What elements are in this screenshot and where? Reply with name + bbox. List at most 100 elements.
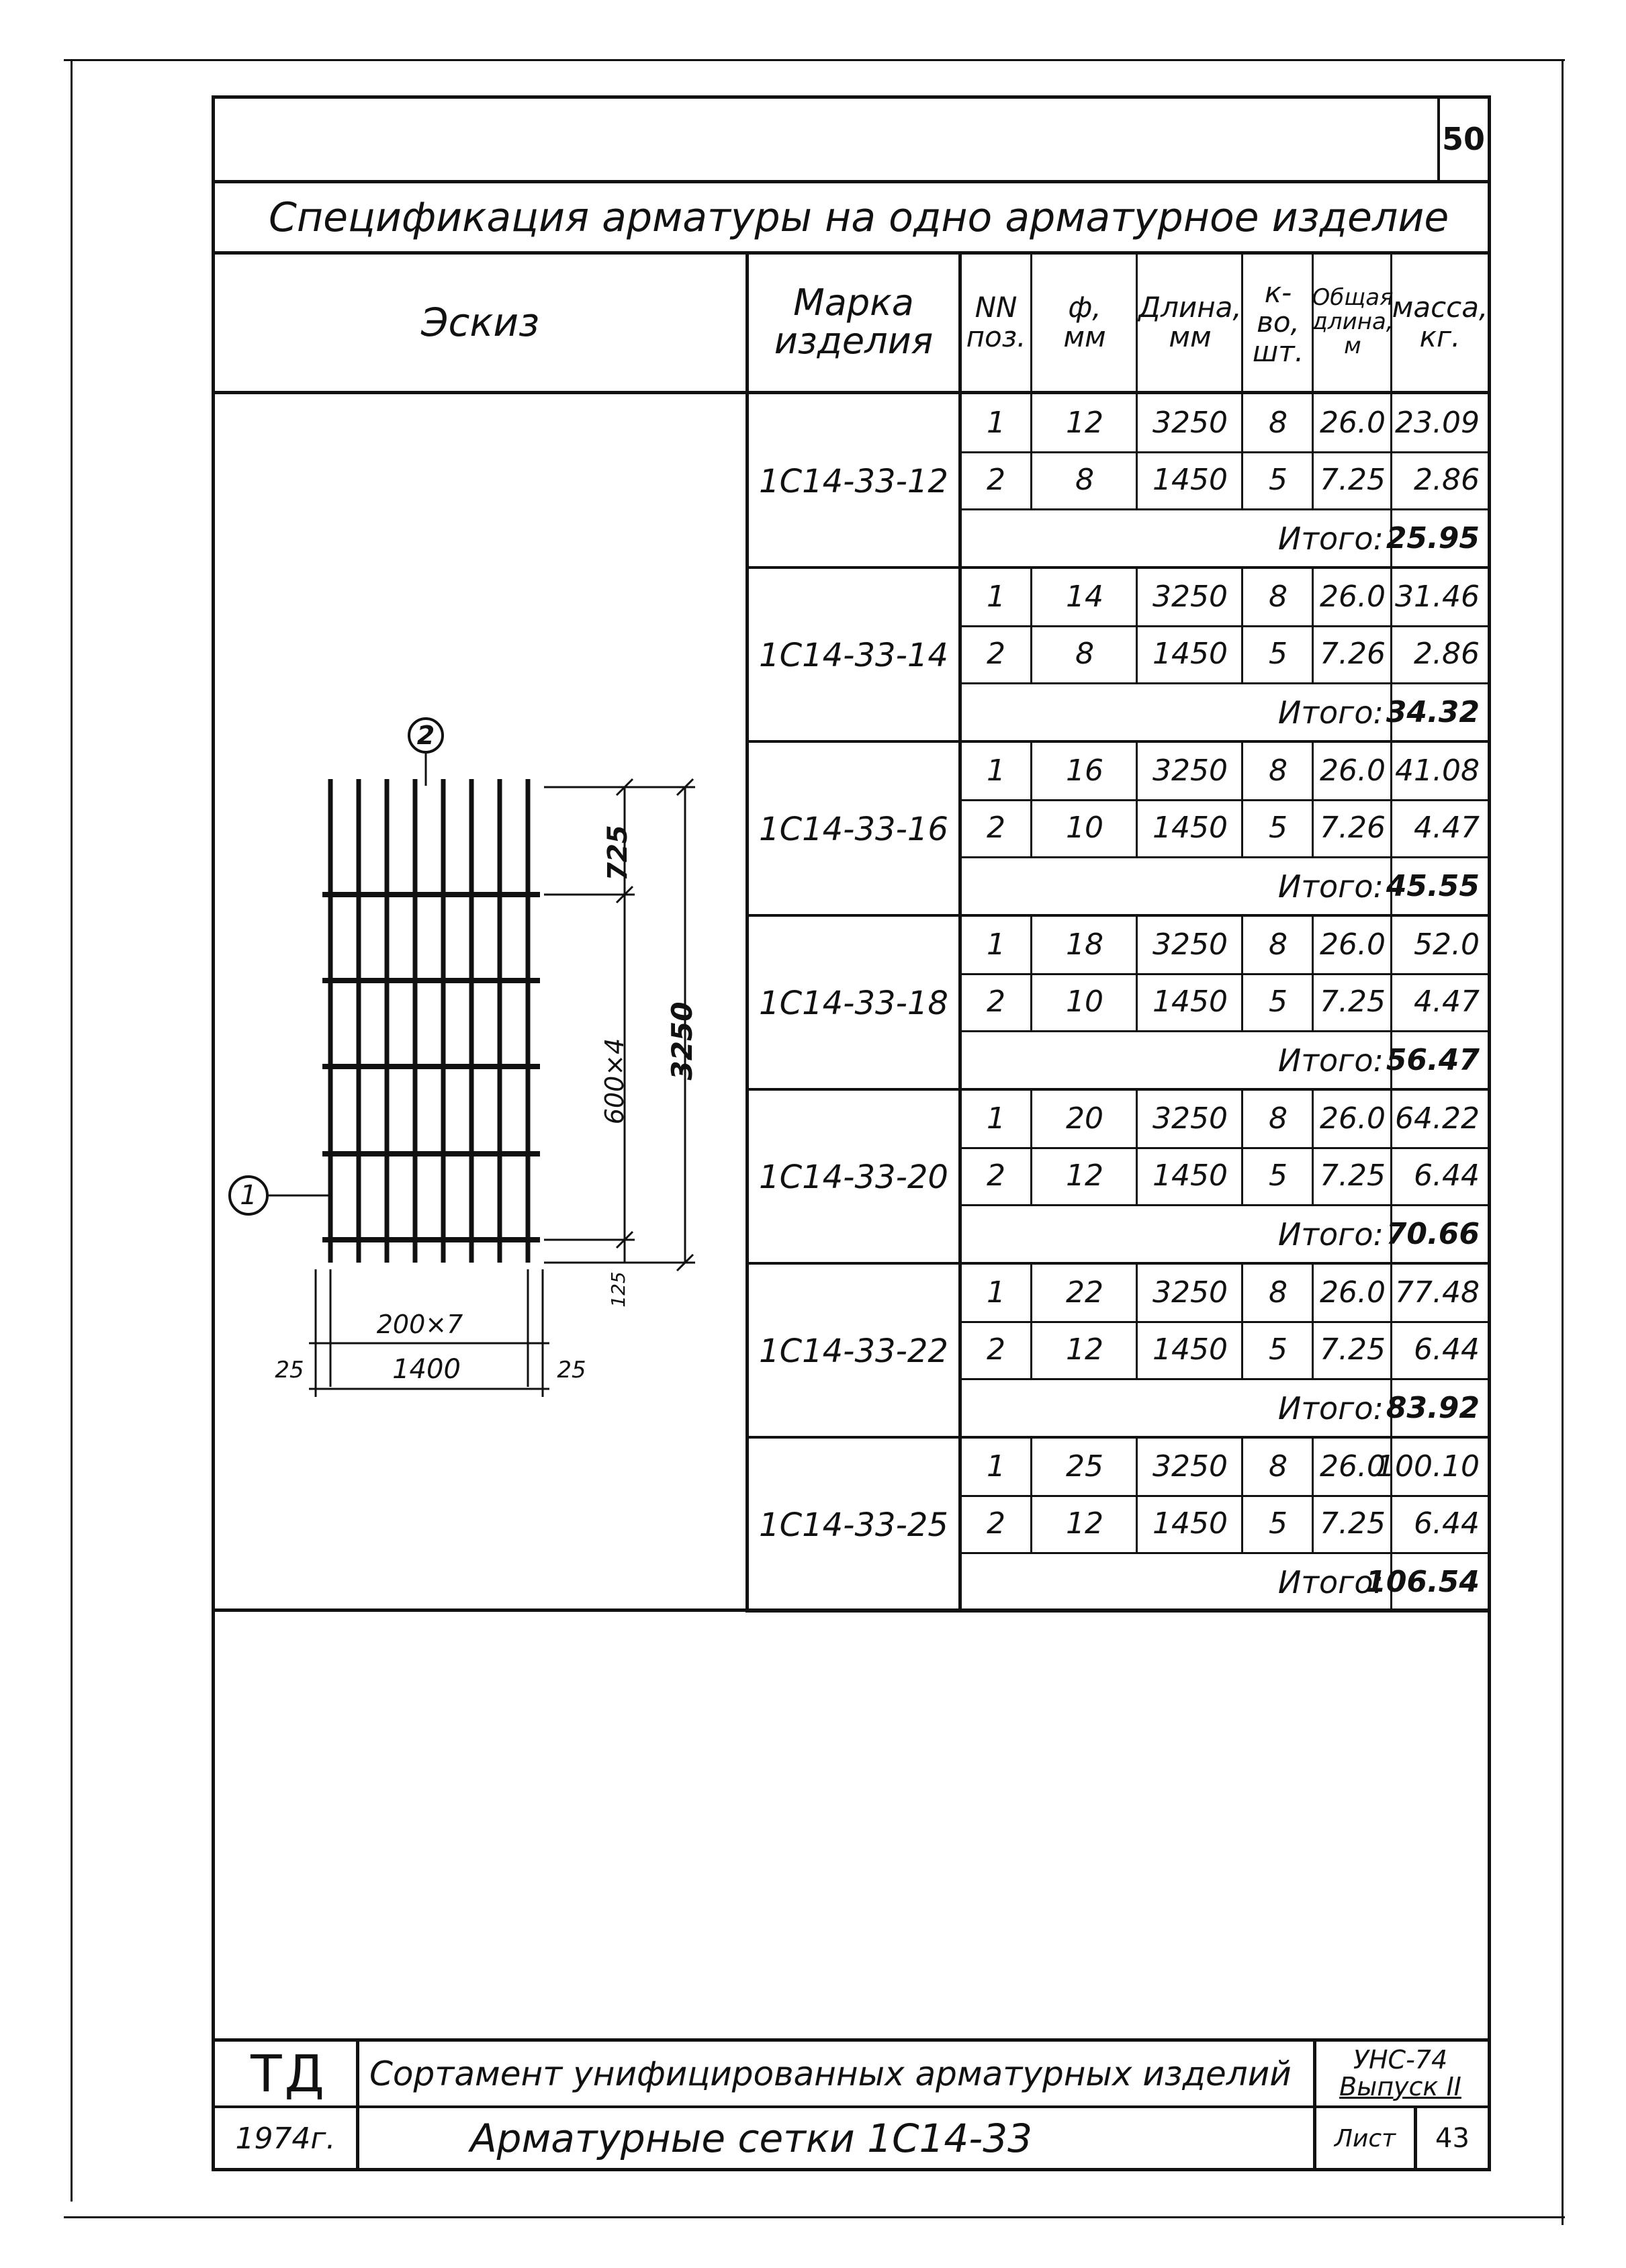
dim-label-middle: 600×4 [600,1038,629,1125]
row-column-divider [1136,1438,1138,1554]
table-cell-len: 1450 [1153,985,1228,1019]
product-block-line [746,1436,1491,1439]
row-column-divider [1030,1090,1032,1206]
table-cell-dia: 12 [1066,406,1103,440]
row-line [960,1378,1488,1380]
row-line [960,625,1488,627]
row-column-divider [1136,742,1138,858]
row-column-divider [1030,916,1032,1032]
table-cell-dia: 18 [1066,927,1103,962]
table-cell-pos: 1 [987,927,1005,962]
mesh-sketch [228,717,695,1397]
total-divider [1390,1204,1392,1264]
total-label: Итого: [1277,1216,1384,1253]
table-cell-len: 3250 [1153,1275,1228,1310]
row-column-divider [1136,568,1138,684]
table-cell-len: 3250 [1153,1101,1228,1136]
table-cell-total-len: 26.0 [1320,580,1386,614]
row-column-divider [1030,1438,1032,1554]
table-cell-total-len: 7.25 [1320,1506,1386,1541]
row-column-divider [1390,1438,1392,1554]
header-quantity-line1: к-во, [1257,275,1300,338]
header-top-line [212,251,1491,255]
title-block-bottom-line [212,2168,1491,2171]
dim-tick-a [615,778,634,797]
column-divider-mark [958,251,962,1612]
product-mark: 1С14-33-22 [759,1332,948,1370]
row-column-divider [1030,1264,1032,1380]
header-total-length-line2: длина, [1312,308,1394,336]
header-quantity: к-во, шт. [1245,255,1312,390]
total-label: Итого: [1277,520,1384,557]
total-mass: 70.66 [1386,1217,1480,1251]
product-mark: 1С14-33-25 [759,1506,948,1544]
header-pos-line1: NN [975,290,1018,324]
table-cell-qty: 8 [1269,406,1288,440]
total-label: Итого: [1277,694,1384,731]
header-mark-line1: Марка [793,281,914,324]
dim-tick-c [615,1230,634,1249]
row-line [960,682,1488,684]
table-cell-pos: 1 [987,1101,1005,1136]
row-line [960,1321,1488,1323]
total-mass: 56.47 [1386,1043,1480,1077]
product-block-line [746,566,1491,569]
dim-label-overall: 3250 [665,1001,698,1081]
table-cell-qty: 5 [1269,1332,1288,1367]
table-cell-total-len: 7.25 [1320,1159,1386,1193]
product-mark: 1С14-33-16 [759,810,948,848]
title-row-top-line [212,180,1491,183]
table-cell-qty: 8 [1269,580,1288,614]
table-cell-total-len: 26.0 [1320,406,1386,440]
table-cell-mass: 52.0 [1414,927,1480,962]
product-block-line [746,740,1491,743]
table-cell-total-len: 7.26 [1320,811,1386,845]
table-cell-qty: 5 [1269,985,1288,1019]
table-cell-qty: 8 [1269,927,1288,962]
row-column-divider [1312,742,1314,858]
row-column-divider [1390,394,1392,510]
table-cell-mass: 6.44 [1414,1332,1480,1367]
header-sketch: Эскиз [421,300,539,345]
page-frame-top [64,59,1565,61]
header-diameter-line2: мм [1063,320,1106,353]
table-cell-total-len: 7.26 [1320,637,1386,671]
table-cell-dia: 16 [1066,754,1103,788]
table-cell-dia: 14 [1066,580,1103,614]
table-cell-dia: 20 [1066,1101,1103,1136]
row-line [960,973,1488,975]
product-block-line [746,1088,1491,1091]
table-cell-total-len: 26.0 [1320,927,1386,962]
row-column-divider [1312,1090,1314,1206]
row-column-divider [1030,742,1032,858]
pos1-circle [228,1175,269,1216]
table-cell-qty: 8 [1269,754,1288,788]
header-column-divider [1136,251,1138,394]
table-cell-dia: 12 [1066,1332,1103,1367]
table-cell-mass: 6.44 [1414,1159,1480,1193]
title-block-divider-3 [1414,2105,1417,2171]
row-column-divider [1390,568,1392,684]
header-column-divider [1312,251,1314,394]
table-cell-len: 1450 [1153,1506,1228,1541]
product-mark: 1С14-33-18 [759,984,948,1022]
title-block-top-line [212,2038,1491,2042]
row-column-divider [1136,394,1138,510]
row-column-divider [1241,394,1243,510]
row-line [960,508,1488,510]
header-mass: масса, кг. [1392,255,1488,390]
title-block-divider-2 [1313,2038,1316,2171]
header-quantity-line2: шт. [1252,335,1304,369]
year: 1974г. [235,2121,336,2156]
column-divider-sketch [746,251,749,1612]
total-divider [1390,1030,1392,1090]
page-frame-left [71,59,73,2202]
table-cell-pos: 1 [987,1275,1005,1310]
table-cell-pos: 1 [987,754,1005,788]
header-length-line1: Длина, [1138,290,1242,324]
table-cell-total-len: 26.0 [1320,1275,1386,1310]
total-mass: 83.92 [1386,1391,1480,1425]
sheet-number: 43 [1435,2123,1470,2154]
table-cell-mass: 41.08 [1395,754,1480,788]
header-column-divider [1030,251,1032,394]
